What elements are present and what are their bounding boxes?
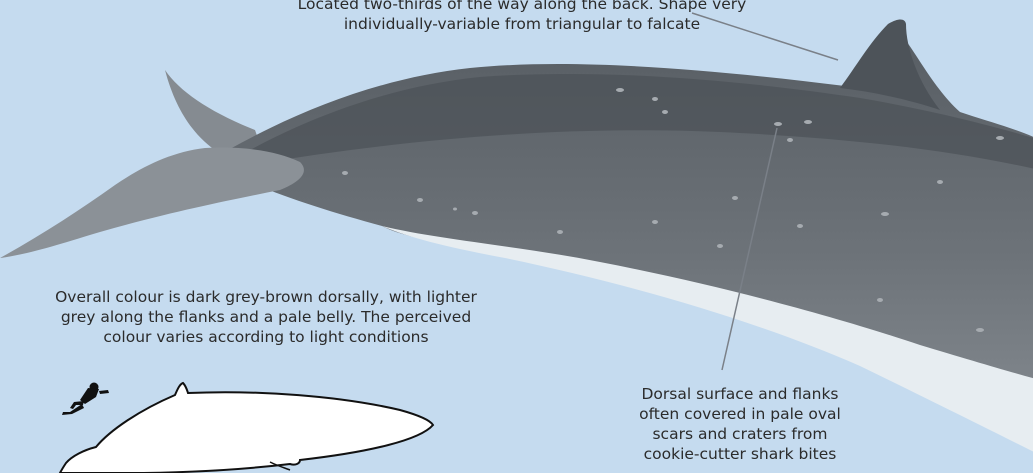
colour-caption-line-3: colour varies according to light conditi… xyxy=(0,327,532,347)
scars-caption-line-4: cookie-cutter shark bites xyxy=(590,444,890,464)
lower-fluke xyxy=(0,148,304,258)
dorsal-fin-caption: Located two-thirds of the way along the … xyxy=(222,0,822,34)
dorsal-fin-caption-line-1: Located two-thirds of the way along the … xyxy=(222,0,822,14)
whale-silhouette-icon xyxy=(60,383,433,473)
dorsal-fin-caption-line-2: individually-variable from triangular to… xyxy=(222,14,822,34)
scars-caption-line-3: scars and craters from xyxy=(590,424,890,444)
scars-caption-line-2: often covered in pale oval xyxy=(590,404,890,424)
scars-caption: Dorsal surface and flanks often covered … xyxy=(590,384,890,464)
colour-caption-line-1: Overall colour is dark grey-brown dorsal… xyxy=(0,287,532,307)
diver-silhouette-icon xyxy=(62,383,109,416)
colour-caption: Overall colour is dark grey-brown dorsal… xyxy=(0,287,532,347)
colour-caption-line-2: grey along the flanks and a pale belly. … xyxy=(0,307,532,327)
scars-caption-line-1: Dorsal surface and flanks xyxy=(590,384,890,404)
